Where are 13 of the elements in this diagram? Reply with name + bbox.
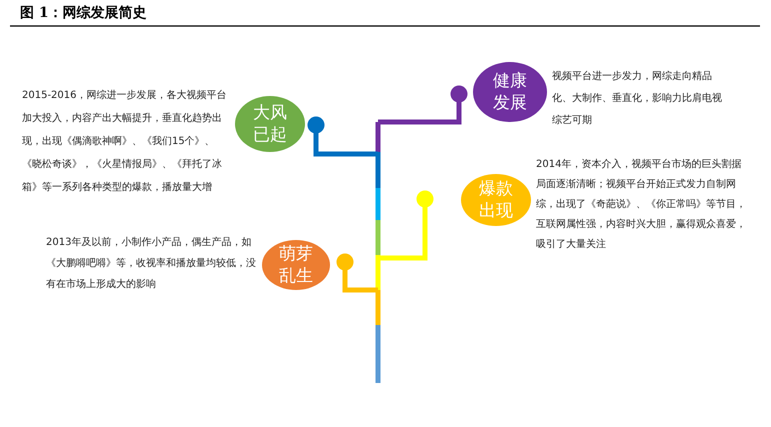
stage-description: 2013年及以前，小制作小产品，偶生产品，如《大鹏嘚吧嘚》等，收视率和播放量均较低，没有在市场上形成大的影响 — [46, 236, 257, 292]
stage-ellipse — [461, 174, 531, 226]
stage-description: 2014年，资本介入，视频平台市场的巨头割据局面逐渐清晰；视频平台开始正式发力自制网综，出现了《奇葩说》、《你正常吗》等节目，互联网属性强，内容时兴大胆，赢得观众喜爱，吸引了大量关注 — [536, 158, 747, 252]
stage-label: 健康发展 — [492, 70, 528, 114]
stage-description: 视频平台进一步发力，网综走向精品化、大制作、垂直化，影响力比肩电视综艺可期 — [552, 70, 723, 128]
stage-description: 2015-2016，网综进一步发展，各大视频平台加大投入，内容产出大幅提升，垂直化趋势出现，出现《偶滴歌神啊》、《我们15个》、《晓松奇谈》，《火星情报局》、《拜托了冰箱》等一系列各种类型的爆款，播放量大增 — [22, 88, 228, 195]
stage-label: 萌芽乱生 — [278, 243, 314, 287]
stage-ellipse — [262, 240, 330, 290]
stage-ellipse — [235, 96, 305, 152]
stage-ellipse — [473, 62, 547, 122]
stage-label: 爆款出现 — [478, 178, 514, 222]
figure-title: 图 1：网综发展简史 — [20, 4, 147, 22]
stage-label: 大风已起 — [252, 102, 288, 146]
